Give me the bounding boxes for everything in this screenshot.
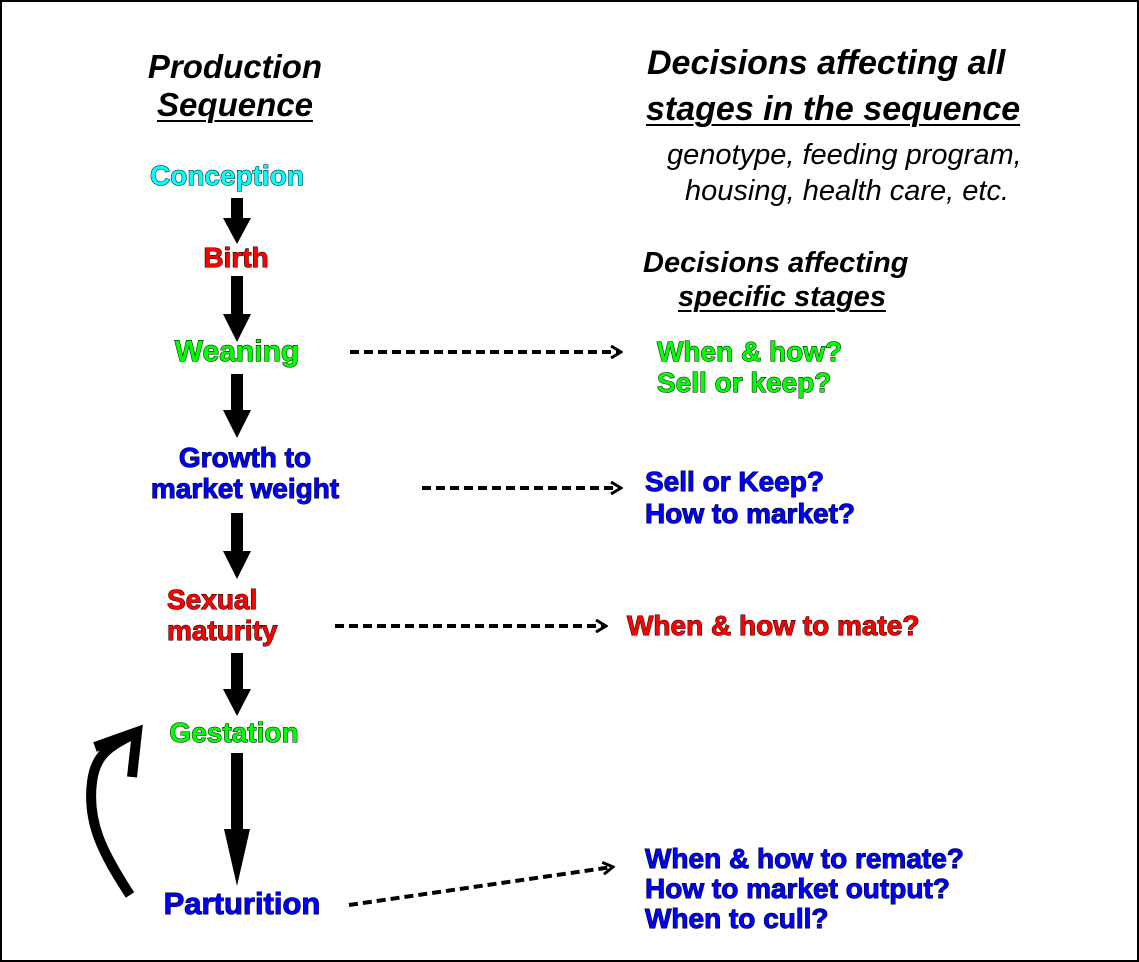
arrow-weaning-growth (223, 374, 251, 438)
arrow-growth-maturity (223, 513, 251, 579)
arrow-maturity-gestation (223, 653, 251, 716)
stage-growth-line2: market weight (150, 473, 340, 504)
decision-parturition-3: When to cull? (645, 903, 830, 934)
arrow-birth-weaning (223, 276, 251, 342)
left-header-line1: Production (147, 48, 323, 85)
specific-header-line2: specific stages (678, 281, 886, 313)
dashed-arrows (335, 352, 620, 907)
right-header-note1: genotype, feeding program, (667, 139, 1022, 171)
stage-birth: Birth (203, 242, 269, 273)
flow-arrows (223, 198, 251, 886)
cycle-arrow (86, 724, 143, 898)
stage-sexual-line1: Sexual (166, 584, 258, 615)
decision-growth-2: How to market? (644, 498, 856, 529)
decision-parturition-2: How to market output? (645, 873, 951, 904)
specific-header-line1: Decisions affecting (643, 247, 909, 279)
stage-sexual-line2: maturity (166, 615, 278, 646)
decision-maturity-1: When & how to mate? (626, 610, 920, 641)
arrow-gestation-parturition (224, 753, 250, 886)
dashed-arrow-parturition (348, 867, 612, 907)
stage-weaning: Weaning (174, 335, 300, 368)
stage-growth-line1: Growth to (178, 442, 312, 473)
left-header-line2: Sequence (157, 86, 313, 123)
stage-gestation: Gestation (169, 717, 299, 748)
decision-growth-1: Sell or Keep? (645, 466, 825, 497)
right-header-note2: housing, health care, etc. (685, 175, 1010, 207)
stage-parturition: Parturition (163, 886, 321, 921)
decision-weaning-2: Sell or keep? (656, 367, 832, 398)
stage-conception: Conception (150, 160, 305, 191)
right-header-line2: stages in the sequence (646, 90, 1021, 128)
arrow-conception-birth (223, 198, 251, 244)
decision-parturition-1: When & how to remate? (645, 843, 965, 874)
right-header-line1: Decisions affecting all (647, 44, 1006, 82)
decision-weaning-1: When & how? (656, 336, 843, 367)
